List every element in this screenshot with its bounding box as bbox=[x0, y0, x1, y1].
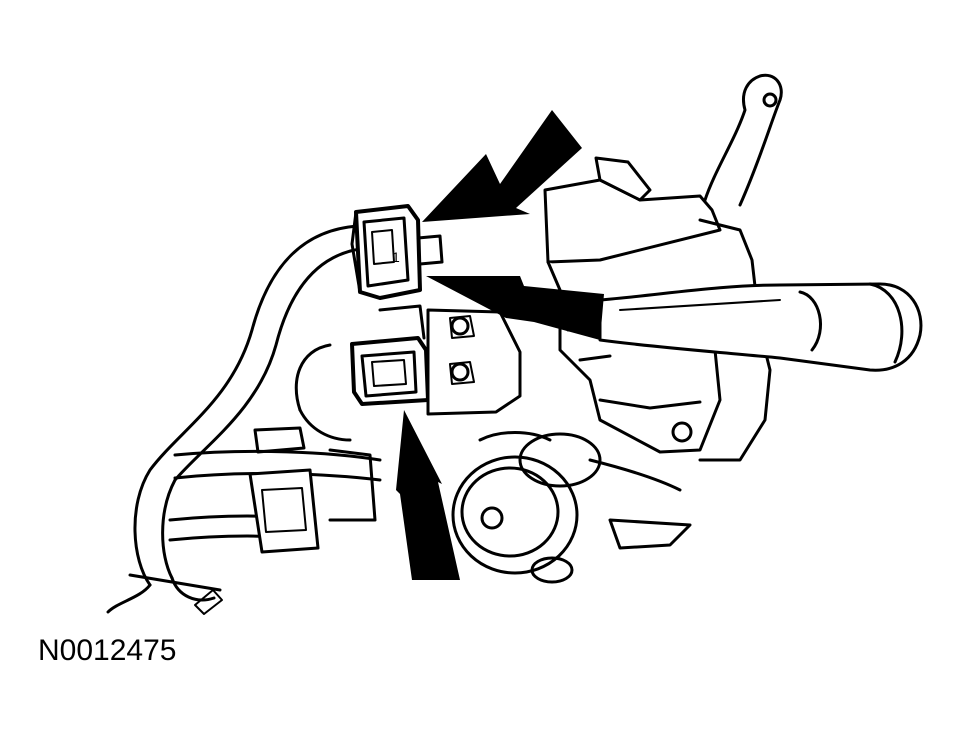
wiper-stalk bbox=[703, 73, 783, 207]
upper-connector: 1 bbox=[350, 204, 444, 300]
arrow-upper-connector bbox=[422, 110, 582, 222]
connector-number-label: 1 bbox=[392, 249, 400, 265]
ignition-cylinder bbox=[248, 426, 377, 554]
arrow-lower-connector bbox=[396, 410, 460, 580]
lower-connector bbox=[350, 304, 430, 406]
mounting-bracket bbox=[426, 308, 522, 416]
turn-signal-lever bbox=[598, 282, 923, 372]
arrow-middle-connector bbox=[426, 276, 604, 340]
wiring-harness bbox=[106, 224, 382, 615]
clockspring-assembly bbox=[451, 431, 692, 584]
figure-id-label: N0012475 bbox=[38, 634, 177, 667]
